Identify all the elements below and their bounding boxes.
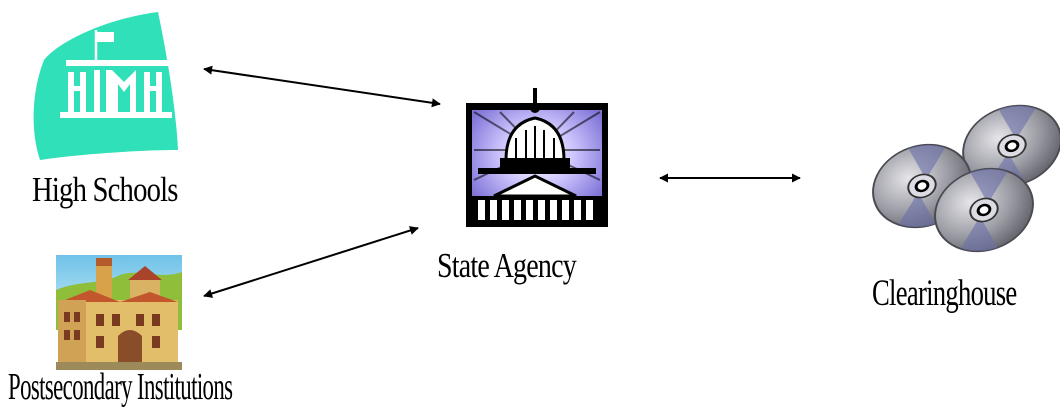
state-agency-label: State Agency [437,246,577,285]
postsecondary-institutions-label: Postsecondary Institutions [8,366,233,408]
connector-hs-agency [203,65,441,108]
school-building-icon [33,12,179,160]
connector-ps-agency [203,226,419,298]
high-schools-label: High Schools [32,170,178,209]
clearinghouse-label: Clearinghouse [872,273,1017,314]
capitol-dome-icon [466,88,608,227]
university-castle-icon [56,255,182,370]
disc-stack-icon [872,104,1060,253]
